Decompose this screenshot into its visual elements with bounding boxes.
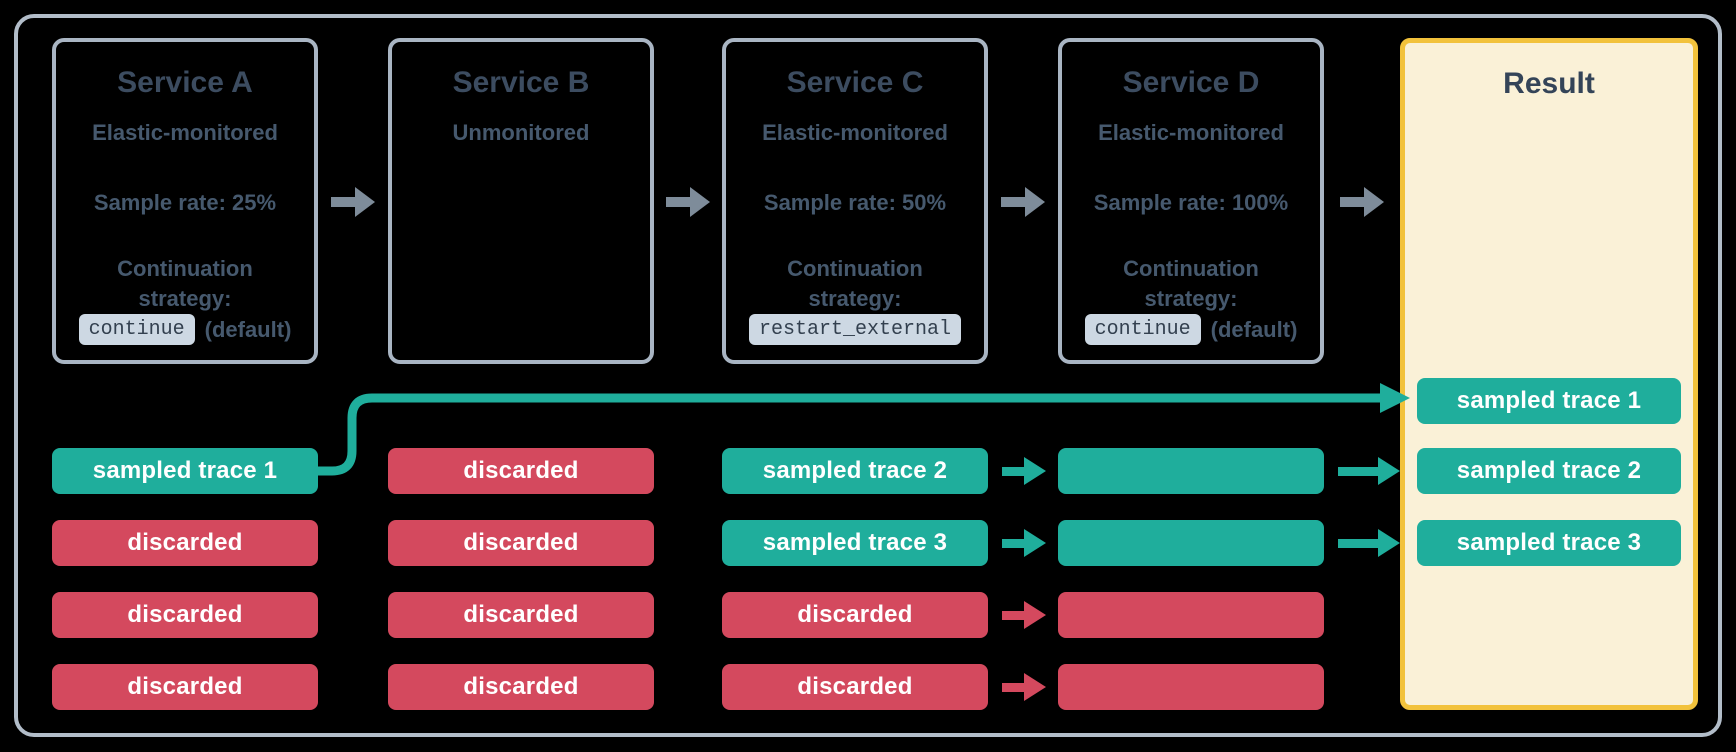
result-box: Result: [1400, 38, 1698, 710]
continuation-strategy-label: Continuation strategy:: [1123, 256, 1259, 311]
strategy-value-row: restart_external: [726, 314, 984, 345]
trace-pill: discarded: [722, 592, 988, 638]
trace-arrow-icon: [1338, 457, 1400, 485]
strategy-code-chip: continue: [1084, 314, 1201, 345]
trace-pill: [1058, 448, 1324, 494]
trace-pill: sampled trace 2: [722, 448, 988, 494]
trace-arrow-icon: [1002, 457, 1046, 485]
trace-pill: discarded: [52, 592, 318, 638]
trace-pill: discarded: [388, 448, 654, 494]
sample-rate-label: Sample rate: 50%: [763, 190, 947, 215]
result-title: Result: [1503, 67, 1595, 100]
service-box-c: Service C Elastic-monitored Sample rate:…: [722, 38, 988, 364]
flow-arrow-icon: [666, 187, 710, 217]
strategy-value-row: continue (default): [56, 314, 314, 345]
service-subtitle: Elastic-monitored: [92, 120, 278, 145]
flow-arrow-icon: [1001, 187, 1045, 217]
strategy-value-row: continue (default): [1062, 314, 1320, 345]
result-trace-pill: sampled trace 2: [1417, 448, 1681, 494]
service-title: Service C: [786, 66, 924, 99]
trace-arrow-icon: [1002, 529, 1046, 557]
continuation-strategy-label: Continuation strategy:: [117, 256, 253, 311]
diagram-frame: [14, 14, 1722, 737]
trace-pill: discarded: [388, 520, 654, 566]
strategy-code-chip: restart_external: [748, 314, 962, 345]
trace-arrow-icon: [1338, 529, 1400, 557]
trace-pill: discarded: [722, 664, 988, 710]
trace-pill: discarded: [388, 592, 654, 638]
service-title: Service B: [452, 66, 590, 99]
trace-pill: discarded: [52, 664, 318, 710]
service-box-a: Service A Elastic-monitored Sample rate:…: [52, 38, 318, 364]
strategy-code-chip: continue: [78, 314, 195, 345]
flow-arrow-icon: [331, 187, 375, 217]
trace-pill: [1058, 520, 1324, 566]
service-title: Service D: [1122, 66, 1260, 99]
trace-pill: sampled trace 1: [52, 448, 318, 494]
strategy-default-note: (default): [1210, 316, 1298, 342]
result-trace-pill: sampled trace 1: [1417, 378, 1681, 424]
service-subtitle: Elastic-monitored: [1098, 120, 1284, 145]
trace-arrow-icon: [1002, 601, 1046, 629]
strategy-default-note: (default): [204, 316, 292, 342]
service-box-d: Service D Elastic-monitored Sample rate:…: [1058, 38, 1324, 364]
service-subtitle: Elastic-monitored: [762, 120, 948, 145]
trace-pill: discarded: [388, 664, 654, 710]
trace-pill: [1058, 592, 1324, 638]
continuation-strategy-label: Continuation strategy:: [787, 256, 923, 311]
trace-pill: [1058, 664, 1324, 710]
sample-rate-label: Sample rate: 25%: [93, 190, 277, 215]
service-box-b: Service B Unmonitored: [388, 38, 654, 364]
trace-pill: discarded: [52, 520, 318, 566]
result-trace-pill: sampled trace 3: [1417, 520, 1681, 566]
sample-rate-label: Sample rate: 100%: [1093, 190, 1289, 215]
trace-arrow-icon: [1002, 673, 1046, 701]
service-subtitle: Unmonitored: [452, 120, 590, 145]
trace-pill: sampled trace 3: [722, 520, 988, 566]
service-title: Service A: [117, 66, 253, 99]
flow-arrow-icon: [1340, 187, 1384, 217]
